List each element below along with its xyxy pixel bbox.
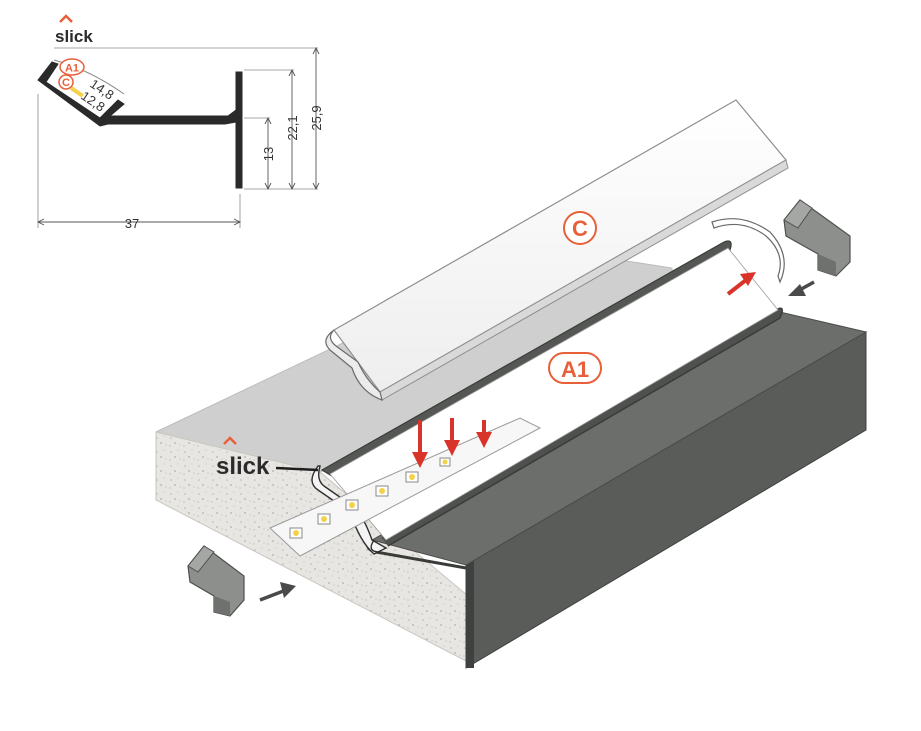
red-arrow-icon — [476, 420, 492, 448]
svg-text:A1: A1 — [65, 63, 79, 75]
led-chip — [289, 527, 303, 539]
svg-text:C: C — [62, 77, 70, 89]
logo-chevron-icon — [59, 14, 73, 23]
brand-logo-small: slick — [55, 14, 93, 46]
press-arrows — [412, 272, 756, 468]
end-cap-left — [187, 545, 245, 617]
red-arrow-icon — [726, 272, 756, 296]
badge-c-large: C — [563, 211, 597, 245]
dim-height-mid: 22,1 — [285, 115, 300, 140]
red-arrow-icon — [412, 420, 428, 468]
gray-arrow-icon — [259, 582, 296, 602]
profile-outline — [37, 61, 243, 189]
svg-text:C: C — [572, 216, 588, 241]
red-arrow-icon — [444, 418, 460, 456]
led-chip — [345, 499, 359, 511]
dim-width: 37 — [125, 216, 139, 231]
logo-text-large: slick — [216, 453, 270, 480]
badge-c-small: C — [58, 74, 74, 90]
led-strip-tape — [269, 417, 542, 557]
logo-chevron-icon — [223, 436, 237, 445]
gray-arrow-icon — [788, 280, 815, 296]
pointer-line — [275, 466, 319, 472]
cover-end-profile — [325, 329, 383, 401]
logo-text-small: slick — [55, 27, 93, 46]
diffuser-cover: C — [325, 99, 789, 401]
profile-cross-section: slick A1 C 14,8 12,8 13 22,1 — [36, 14, 324, 231]
diffuser-arc — [53, 59, 125, 95]
end-cap-outline — [711, 218, 785, 284]
dim-height-total: 25,9 — [309, 105, 324, 130]
brand-pointer: slick — [216, 436, 319, 480]
badge-a1-small: A1 — [59, 58, 85, 76]
led-chip — [405, 471, 419, 483]
led-chip — [375, 485, 389, 497]
led-chip — [439, 457, 451, 467]
led-chip — [317, 513, 331, 525]
end-cap-right — [783, 199, 851, 277]
led-strip-small — [70, 86, 84, 98]
badge-a1-large: A1 — [548, 352, 602, 384]
led-strip — [269, 417, 542, 557]
dim-height-low: 13 — [261, 147, 276, 161]
svg-text:A1: A1 — [561, 357, 589, 382]
